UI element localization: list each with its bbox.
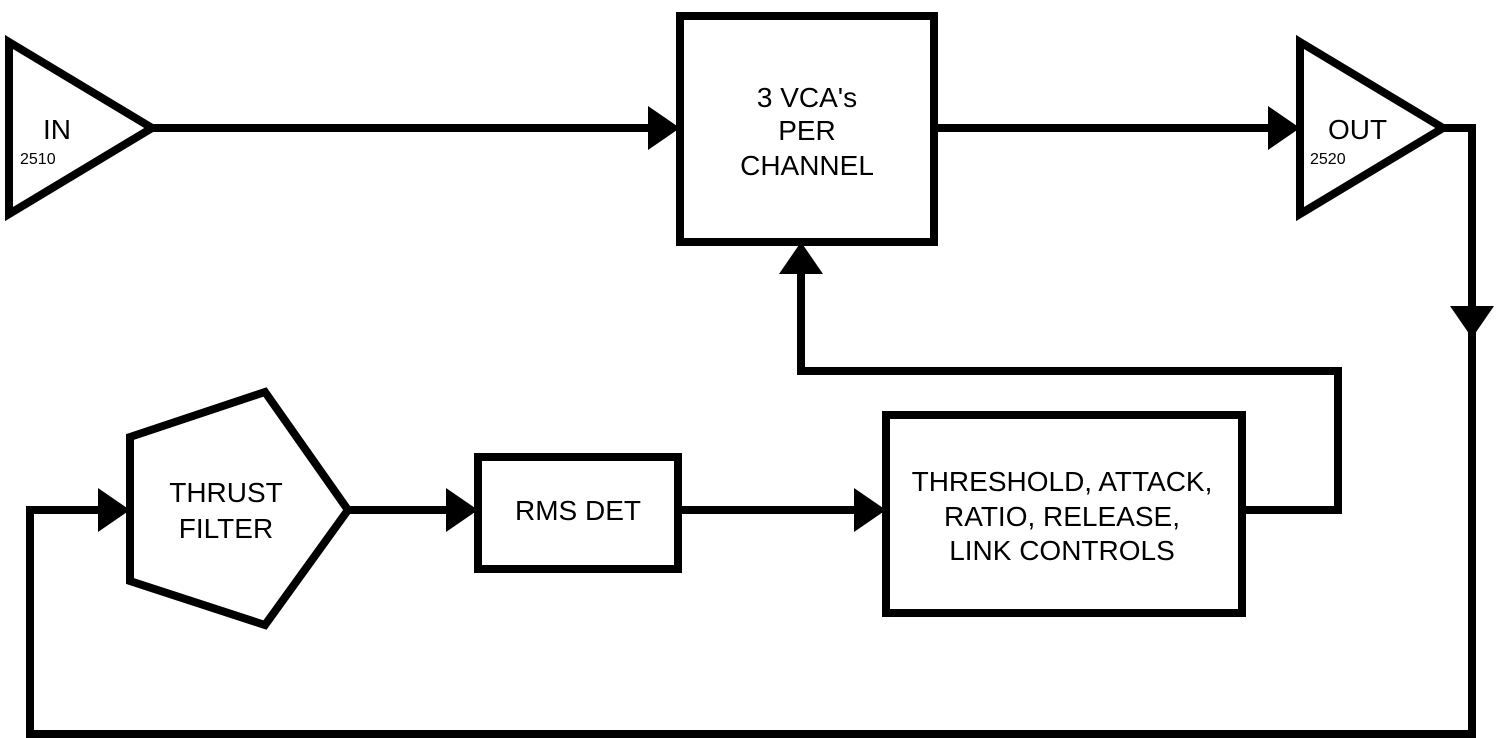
wire-controls-to-vca xyxy=(797,272,1342,514)
input-amplifier-label: IN xyxy=(43,114,71,145)
arrowhead-feedback-down xyxy=(1450,306,1494,338)
controls-label-line-2: RATIO, RELEASE, xyxy=(944,501,1180,532)
controls-label-line-3: LINK CONTROLS xyxy=(949,535,1175,566)
thrust-filter-block xyxy=(126,387,353,630)
arrowhead-out-input xyxy=(1268,106,1300,150)
vca-label-line-3: CHANNEL xyxy=(740,150,874,181)
output-amplifier-label: OUT xyxy=(1328,114,1387,145)
arrowhead-vca-control xyxy=(779,242,823,274)
output-amplifier-ref: 2520 xyxy=(1310,151,1346,168)
arrowhead-controls-input xyxy=(854,488,886,532)
wire-out-feedback xyxy=(26,124,1476,738)
vca-block xyxy=(676,12,938,246)
vca-label-line-2: PER xyxy=(778,115,836,146)
vca-label-line-1: 3 VCA's xyxy=(757,82,857,113)
rms-detector-label: RMS DET xyxy=(515,495,641,526)
thrust-filter-label-line-1: THRUST xyxy=(169,477,283,508)
input-amplifier-ref: 2510 xyxy=(20,151,56,168)
controls-label-line-1: THRESHOLD, ATTACK, xyxy=(912,466,1213,497)
arrowhead-filter-input xyxy=(98,488,130,532)
rms-detector-block xyxy=(474,453,682,573)
output-amplifier-triangle xyxy=(1296,34,1451,222)
arrowhead-vca-input xyxy=(648,106,680,150)
thrust-filter-label-line-2: FILTER xyxy=(179,513,273,544)
controls-block xyxy=(882,411,1246,617)
arrowhead-rms-input xyxy=(446,488,478,532)
input-amplifier-triangle xyxy=(5,34,160,222)
